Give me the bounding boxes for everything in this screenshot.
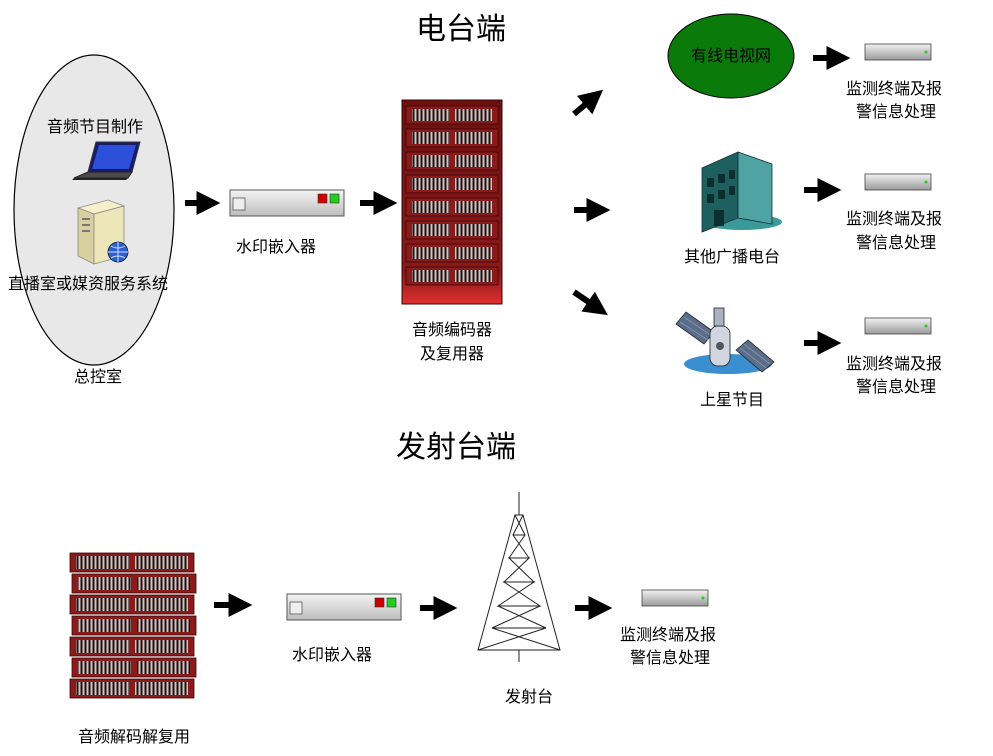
flow-arrows bbox=[185, 46, 851, 620]
monitor-station-label-line2: 警信息处理 bbox=[856, 233, 937, 252]
watermark-embedder-device bbox=[229, 189, 345, 217]
decoder-unit bbox=[71, 573, 197, 594]
rack-unit bbox=[405, 105, 499, 125]
media-system-label: 直播室或媒资服务系统 bbox=[8, 274, 169, 293]
satellite-label: 上星节目 bbox=[700, 390, 765, 409]
decoder-unit bbox=[71, 615, 197, 636]
monitor-transmit-label-line2: 警信息处理 bbox=[630, 648, 711, 667]
watermark-embedder-device-transmit bbox=[286, 593, 402, 621]
arrow-encoder-to-satellite bbox=[572, 289, 608, 316]
decoder-unit bbox=[69, 678, 195, 699]
decoder-unit bbox=[69, 636, 195, 657]
monitor-transmit-label-line1: 监测终端及报 bbox=[620, 625, 717, 644]
rack-unit bbox=[405, 266, 499, 286]
laptop-icon bbox=[72, 141, 141, 180]
rack-unit bbox=[405, 174, 499, 194]
cable-tv-label: 有线电视网 bbox=[690, 46, 771, 65]
encoder-label-line2: 及复用器 bbox=[419, 344, 484, 363]
encoder-rack bbox=[401, 99, 503, 305]
watermark-embedder-label: 水印嵌入器 bbox=[236, 237, 317, 256]
transmit-title: 发射台端 bbox=[396, 430, 516, 465]
arrow-encoder-to-cable bbox=[572, 89, 604, 117]
rack-unit bbox=[405, 220, 499, 240]
monitor-device-satellite bbox=[864, 317, 932, 335]
decoder-label: 音频解码解复用 bbox=[78, 727, 191, 746]
station-title: 电台端 bbox=[416, 12, 506, 47]
audio-production-label: 音频节目制作 bbox=[47, 117, 144, 136]
monitor-cable-label-line2: 警信息处理 bbox=[856, 102, 937, 121]
building-icon bbox=[701, 151, 782, 233]
monitor-device-cable bbox=[864, 43, 932, 61]
encoder-label-line1: 音频编码器 bbox=[411, 320, 492, 339]
server-icon bbox=[76, 199, 129, 265]
tower-label: 发射台 bbox=[505, 687, 554, 706]
rack-unit bbox=[405, 197, 499, 217]
decoder-unit bbox=[69, 594, 195, 615]
other-station-label: 其他广播电台 bbox=[684, 247, 781, 266]
rack-unit bbox=[405, 128, 499, 148]
monitor-station-label-line1: 监测终端及报 bbox=[846, 209, 943, 228]
monitor-device-station bbox=[864, 173, 932, 191]
rack-unit bbox=[405, 151, 499, 171]
transmission-tower-icon bbox=[477, 492, 561, 662]
cable-tv-ellipse bbox=[667, 13, 795, 99]
monitor-device-transmit bbox=[641, 589, 709, 607]
control-room-label: 总控室 bbox=[74, 367, 123, 386]
decoder-rack bbox=[69, 552, 197, 699]
watermark-embedder-transmit-label: 水印嵌入器 bbox=[292, 645, 373, 664]
satellite-icon bbox=[675, 307, 775, 374]
monitor-satellite-label-line2: 警信息处理 bbox=[856, 377, 937, 396]
monitor-cable-label-line1: 监测终端及报 bbox=[846, 79, 943, 98]
decoder-unit bbox=[71, 657, 197, 678]
rack-unit bbox=[405, 243, 499, 263]
monitor-satellite-label-line1: 监测终端及报 bbox=[846, 354, 943, 373]
decoder-unit bbox=[69, 552, 195, 573]
